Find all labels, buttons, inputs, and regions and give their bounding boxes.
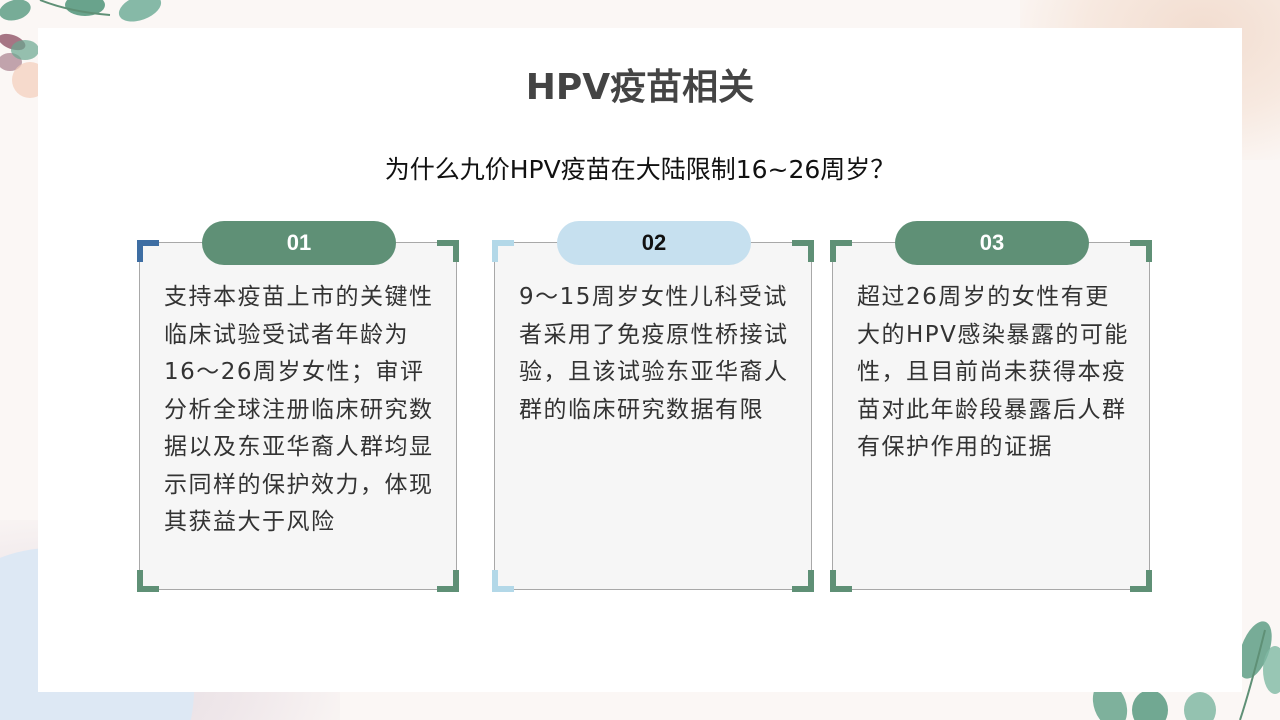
corner-bracket-icon	[137, 570, 159, 592]
corner-bracket-icon	[492, 240, 514, 262]
card-text: 支持本疫苗上市的关键性临床试验受试者年龄为16～26周岁女性；审评分析全球注册临…	[164, 284, 434, 535]
leaf-decoration-bottom-right-icon	[1092, 621, 1280, 720]
leaf-decoration-top-left-icon	[0, 0, 162, 98]
card-text: 超过26周岁的女性有更大的HPV感染暴露的可能性，且目前尚未获得本疫苗对此年龄段…	[857, 284, 1129, 460]
corner-bracket-icon	[830, 570, 852, 592]
card-number-badge: 01	[202, 221, 396, 265]
corner-bracket-icon	[830, 240, 852, 262]
slide-title: HPV疫苗相关	[525, 67, 755, 108]
slide-subtitle: 为什么九价HPV疫苗在大陆限制16~26周岁？	[384, 155, 896, 184]
info-card-2: 02 9～15周岁女性儿科受试者采用了免疫原性桥接试验，且该试验东亚华裔人群的临…	[492, 221, 814, 592]
corner-bracket-icon	[437, 570, 459, 592]
corner-bracket-icon	[1130, 570, 1152, 592]
card-text: 9～15周岁女性儿科受试者采用了免疫原性桥接试验，且该试验东亚华裔人群的临床研究…	[519, 284, 789, 423]
corner-bracket-icon	[137, 240, 159, 262]
card-number-badge: 03	[895, 221, 1089, 265]
info-card-3: 03 超过26周岁的女性有更大的HPV感染暴露的可能性，且目前尚未获得本疫苗对此…	[830, 221, 1152, 592]
info-card-1: 01 支持本疫苗上市的关键性临床试验受试者年龄为16～26周岁女性；审评分析全球…	[137, 221, 459, 592]
corner-bracket-icon	[492, 570, 514, 592]
corner-bracket-icon	[1130, 240, 1152, 262]
corner-bracket-icon	[792, 240, 814, 262]
card-number-badge: 02	[557, 221, 751, 265]
corner-bracket-icon	[437, 240, 459, 262]
corner-bracket-icon	[792, 570, 814, 592]
